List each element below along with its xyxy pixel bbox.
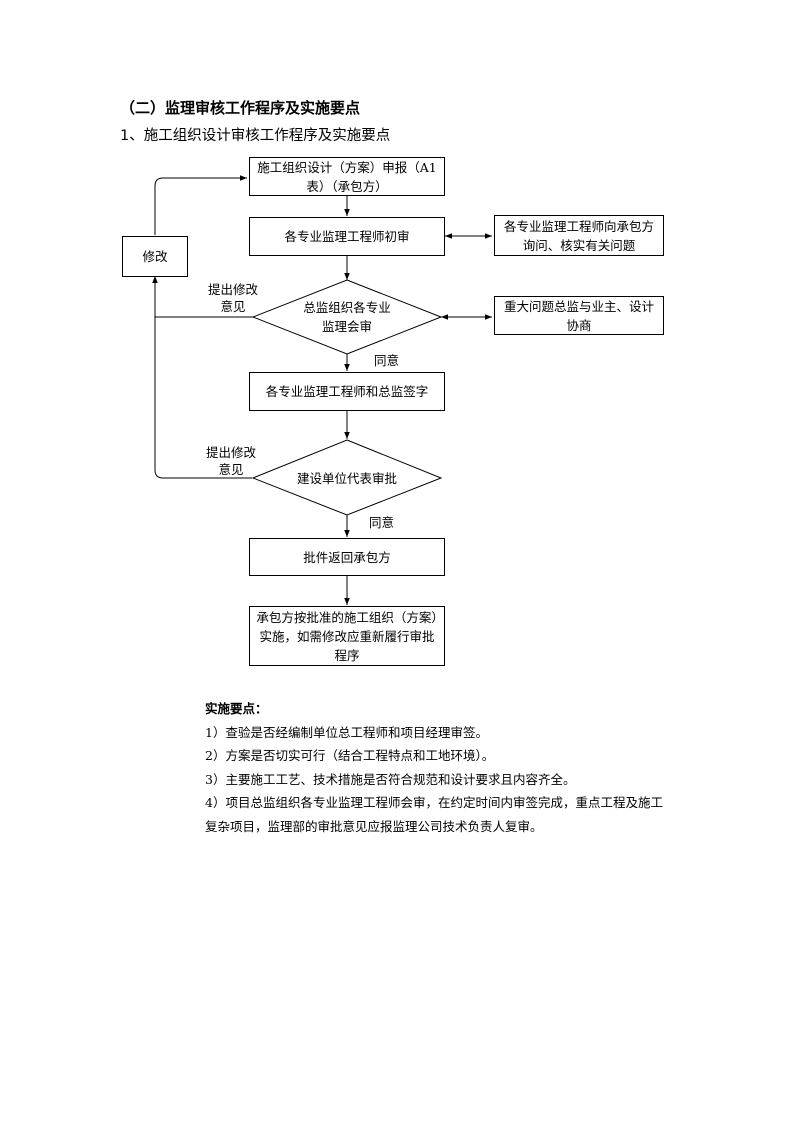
node-submit: 施工组织设计（方案）申报（A1表）（承包方）	[249, 157, 445, 196]
node-initial-review: 各专业监理工程师初审	[249, 217, 445, 256]
label-agree-1: 同意	[374, 353, 400, 368]
subsection-title: 1、施工组织设计审核工作程序及实施要点	[120, 128, 391, 144]
label-modify-1: 提出修改意见	[207, 282, 258, 314]
flowchart-connectors	[152, 175, 492, 605]
notes-heading: 实施要点：	[205, 701, 268, 716]
label-agree-2: 同意	[369, 515, 395, 530]
section-title: （二）监理审核工作程序及实施要点	[120, 99, 361, 117]
notes-item-4: 4）项目总监组织各专业监理工程师会审，在约定时间内审签完成，重点工程及施工复杂项…	[205, 795, 663, 834]
diamond-joint-review	[251, 279, 443, 355]
label-modify-2: 提出修改意见	[205, 445, 256, 477]
diamond-owner-approval-text: 建设单位代表审批	[296, 471, 397, 486]
node-inquiry-text: 各专业监理工程师向承包方询问、核实有关问题	[503, 218, 654, 253]
arrow-owner-to-modify	[152, 276, 252, 479]
notes-item-2: 2）方案是否切实可行（结合工程特点和工地环境）。	[205, 748, 495, 763]
arrow-modify-to-submit	[154, 175, 247, 235]
node-modify: 修改	[122, 236, 188, 277]
notes-item-3: 3）主要施工工艺、技术措施是否符合规范和设计要求且内容齐全。	[205, 771, 576, 787]
node-sign: 各专业监理工程师和总监签字	[249, 372, 445, 411]
diamond-joint-review-text: 总监组织各专业监理会审	[303, 300, 391, 334]
node-return-text: 批件返回承包方	[303, 549, 391, 565]
diamond-owner-approval	[251, 439, 443, 516]
node-return: 批件返回承包方	[249, 538, 445, 576]
node-modify-text: 修改	[142, 249, 168, 264]
node-consult: 重大问题总监与业主、设计协商	[494, 296, 664, 335]
node-submit-text: 施工组织设计（方案）申报（A1表）（承包方）	[257, 159, 437, 194]
node-sign-text: 各专业监理工程师和总监签字	[265, 384, 429, 399]
node-initial-review-text: 各专业监理工程师初审	[284, 229, 410, 244]
node-implement-text: 承包方按批准的施工组织（方案）实施，如需修改应重新履行审批程序	[256, 609, 438, 663]
implementation-notes: 实施要点： 1）查验是否经编制单位总工程师和项目经理审签。 2）方案是否切实可行…	[205, 697, 665, 838]
node-inquiry: 各专业监理工程师向承包方询问、核实有关问题	[494, 215, 664, 256]
notes-item-1: 1）查验是否经编制单位总工程师和项目经理审签。	[205, 724, 488, 740]
node-implement: 承包方按批准的施工组织（方案）实施，如需修改应重新履行审批程序	[249, 606, 445, 666]
node-consult-text: 重大问题总监与业主、设计协商	[503, 298, 654, 333]
